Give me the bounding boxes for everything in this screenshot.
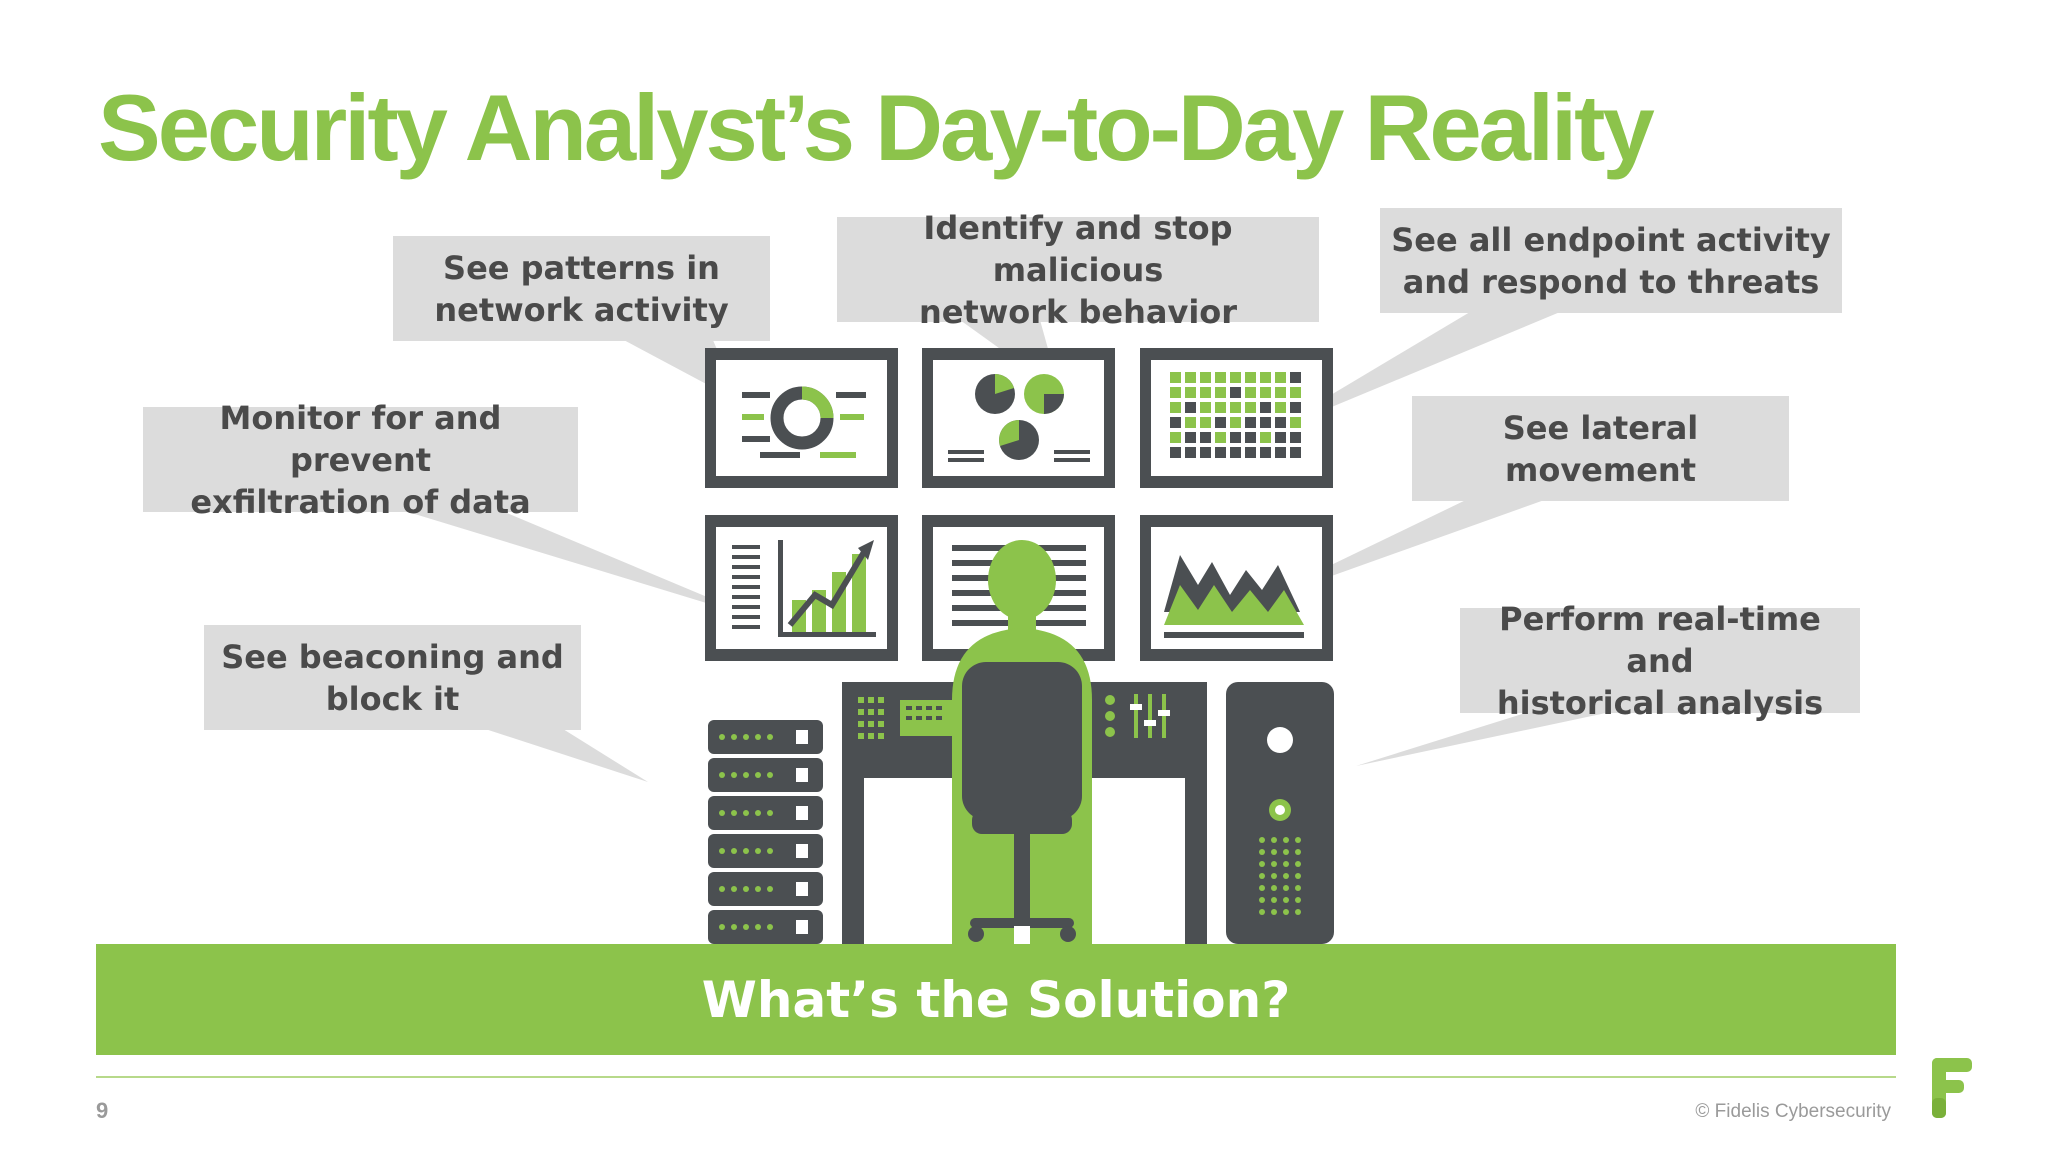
copyright-text: © Fidelis Cybersecurity [1695,1101,1891,1122]
monitor-grid-icon [1140,348,1333,488]
monitor-area-chart-icon [1140,515,1333,661]
monitor-pie-icon [922,348,1115,488]
solution-banner-text: What’s the Solution? [701,970,1291,1029]
footer-divider [96,1076,1896,1078]
callout-beaconing: See beaconing and block it [204,625,581,730]
callout-lateral: See lateral movement [1412,396,1789,501]
monitor-growth-chart-icon [705,515,898,661]
solution-banner: What’s the Solution? [96,944,1896,1055]
analyst-person-icon [952,540,1092,944]
page-number: 9 [96,1098,109,1123]
tail-beaconing [470,724,648,782]
callout-patterns: See patterns in network activity [393,236,770,341]
tail-endpoint [1262,312,1560,436]
tower-computer-icon [1226,682,1334,944]
tail-exfiltration [395,508,762,620]
callout-malicious: Identify and stop malicious network beha… [837,209,1319,331]
server-rack-icon [708,720,823,944]
callout-endpoint: See all endpoint activity and respond to… [1380,208,1842,313]
callout-exfiltration: Monitor for and prevent exfiltration of … [143,399,578,521]
tail-analysis [1356,710,1620,766]
callout-analysis: Perform real-time and historical analysi… [1460,600,1860,722]
slide-title: Security Analyst’s Day-to-Day Reality [98,75,1655,180]
fidelis-logo-icon [1932,1058,1972,1118]
monitor-patterns-icon [705,348,898,488]
